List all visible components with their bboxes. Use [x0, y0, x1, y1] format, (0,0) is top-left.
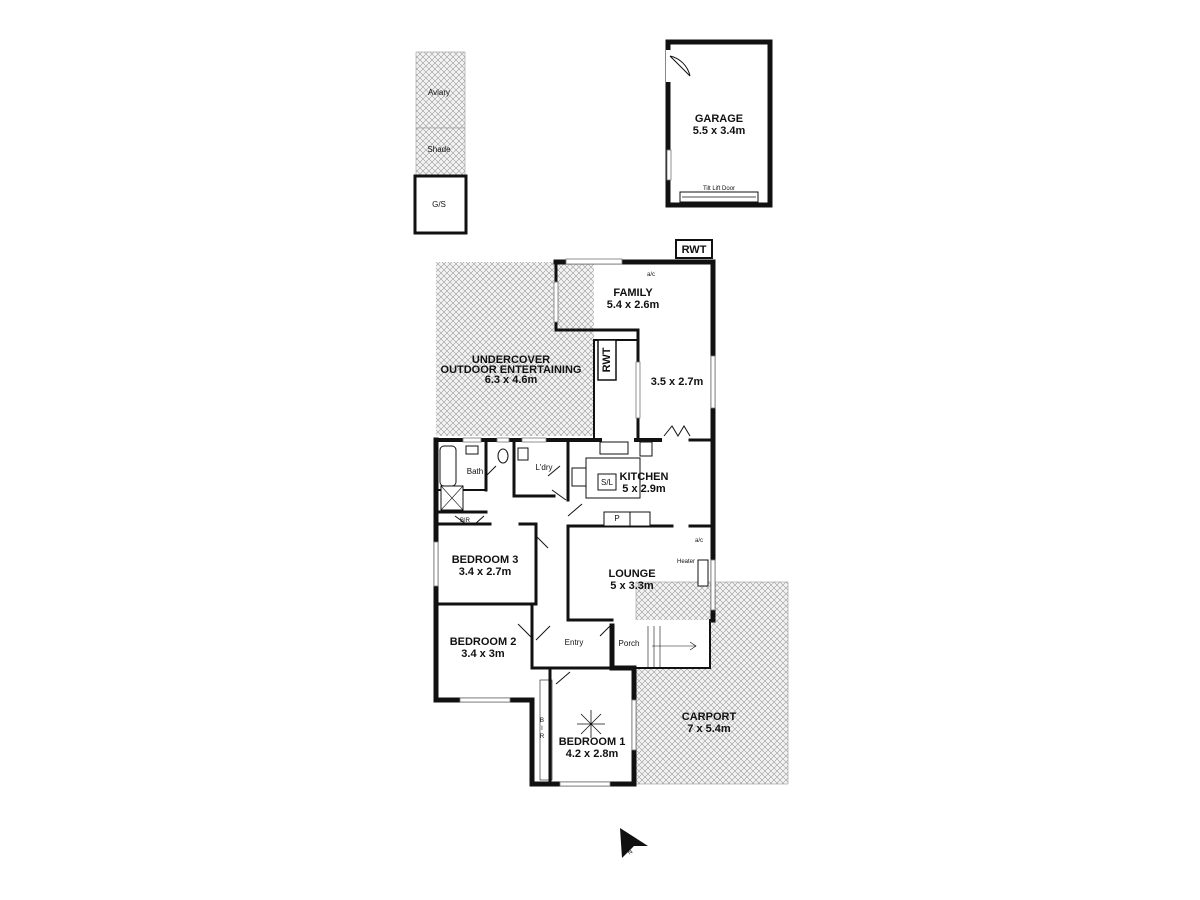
- bedroom1-bir-r: R: [540, 734, 545, 740]
- lounge-label: LOUNGE: [608, 568, 655, 580]
- windows: [433, 258, 716, 787]
- bedroom3-size: 3.4 x 2.7m: [459, 566, 512, 578]
- undercover-size: 6.3 x 4.6m: [485, 374, 538, 386]
- sink-label: S/L: [601, 478, 614, 487]
- garage-size: 5.5 x 3.4m: [693, 125, 746, 137]
- bedroom1-label: BEDROOM 1: [559, 736, 626, 748]
- fixtures: [439, 239, 713, 781]
- meals-size: 3.5 x 2.7m: [651, 376, 704, 388]
- garage-label: GARAGE: [695, 113, 743, 125]
- carport-size: 7 x 5.4m: [687, 723, 731, 735]
- undercover-label-line2: OUTDOOR ENTERTAINING: [441, 364, 582, 376]
- lounge-size: 5 x 3.3m: [610, 580, 654, 592]
- porch-label: Porch: [619, 639, 640, 648]
- gs-label: G/S: [432, 200, 446, 209]
- shade-area: [415, 127, 466, 176]
- north-label: N: [627, 849, 634, 856]
- shade-label: Shade: [427, 145, 451, 154]
- carport-label: CARPORT: [682, 711, 737, 723]
- tilt-door-label: Tilt Lift Door: [703, 186, 735, 192]
- aviary-area: [415, 51, 466, 129]
- bedroom1-bir-b: B: [540, 718, 544, 724]
- aviary-label: Aviary: [428, 88, 450, 97]
- family-size: 5.4 x 2.6m: [607, 299, 660, 311]
- undercover-label-line1: UNDERCOVER: [472, 354, 550, 366]
- kitchen-size: 5 x 2.9m: [622, 483, 666, 495]
- undercover-area: [436, 262, 594, 436]
- doors: [454, 425, 691, 685]
- bedroom3-label: BEDROOM 3: [452, 554, 519, 566]
- laundry-label: L'dry: [535, 463, 552, 472]
- bedroom1-size: 4.2 x 2.8m: [566, 748, 619, 760]
- bedroom1-bir-i: I: [541, 726, 543, 732]
- north-arrow-icon: N: [620, 828, 648, 858]
- garage: GARAGE 5.5 x 3.4m Tilt Lift Door: [665, 39, 773, 208]
- lounge-ac-label: a/c: [695, 538, 703, 544]
- entry-label: Entry: [565, 638, 584, 647]
- heater-label: Heater: [677, 559, 695, 565]
- family-label: FAMILY: [613, 287, 653, 299]
- rwt-inner-label: RWT: [601, 347, 613, 372]
- bedroom2-label: BEDROOM 2: [450, 636, 517, 648]
- kitchen-label: KITCHEN: [620, 471, 669, 483]
- rwt-top-label: RWT: [682, 244, 707, 256]
- pantry-label: P: [614, 514, 619, 523]
- bedroom2-size: 3.4 x 3m: [461, 648, 505, 660]
- porch-area: [612, 620, 710, 668]
- family-ac-label: a/c: [647, 272, 655, 278]
- bir-top-label: BIR: [460, 518, 471, 524]
- bath-label: Bath: [467, 467, 483, 476]
- garden-shed: [413, 174, 468, 235]
- outbuildings: Aviary Shade G/S: [413, 51, 468, 235]
